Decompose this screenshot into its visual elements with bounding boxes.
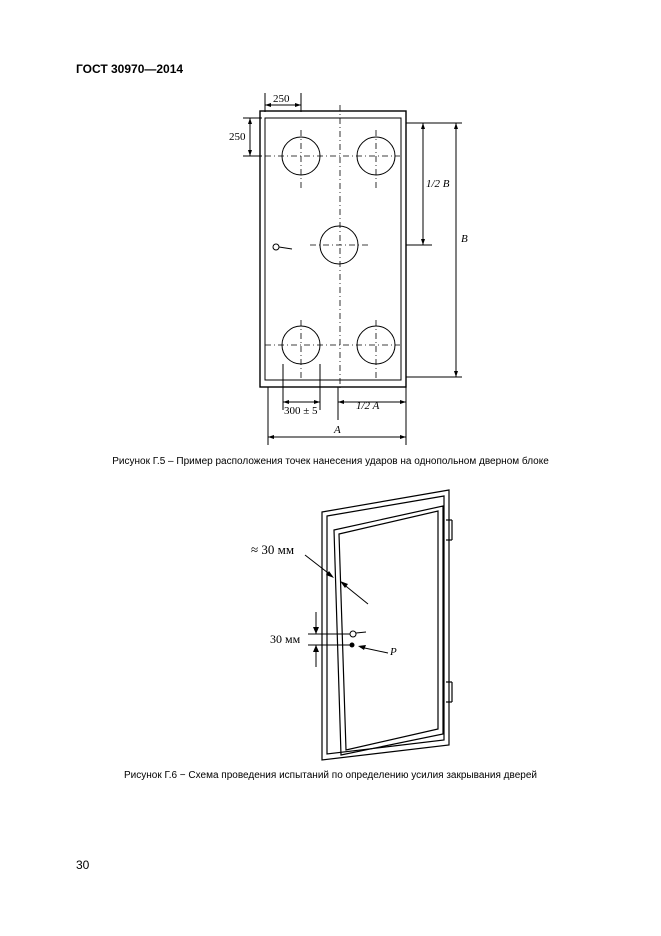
- impact-point-circle: [281, 136, 321, 176]
- door-leaf: [333, 505, 444, 756]
- impact-point-circle: [356, 136, 396, 176]
- door-leaf: [264, 117, 402, 381]
- impact-point-circle: [281, 325, 321, 365]
- door-frame-outer: [259, 110, 407, 388]
- dim-label-300: 300 ± 5: [284, 405, 318, 417]
- document-header: ГОСТ 30970—2014: [76, 62, 184, 76]
- dim-label-half-b: 1/2 B: [426, 178, 450, 190]
- figure6-caption: Рисунок Г.6 − Схема проведения испытаний…: [124, 770, 537, 781]
- impact-point-circle: [319, 225, 359, 265]
- dim-label-250-top: 250: [273, 93, 290, 105]
- force-application-point: [349, 642, 355, 648]
- door-frame-outer: [321, 489, 450, 761]
- dim-label-b: B: [461, 233, 468, 245]
- door-handle-icon: [272, 243, 280, 251]
- label-gap-30mm: ≈ 30 мм: [251, 542, 295, 557]
- impact-point-circle: [356, 325, 396, 365]
- label-force-point-p: P: [390, 646, 397, 658]
- dim-label-250-left: 250: [229, 131, 246, 143]
- figure5-caption: Рисунок Г.5 – Пример расположения точек …: [112, 456, 549, 467]
- label-handle-30mm: 30 мм: [270, 632, 301, 646]
- dim-label-a: A: [334, 424, 341, 436]
- dim-label-half-a: 1/2 A: [356, 400, 380, 412]
- page-number: 30: [76, 858, 90, 872]
- door-handle-icon: [349, 630, 357, 638]
